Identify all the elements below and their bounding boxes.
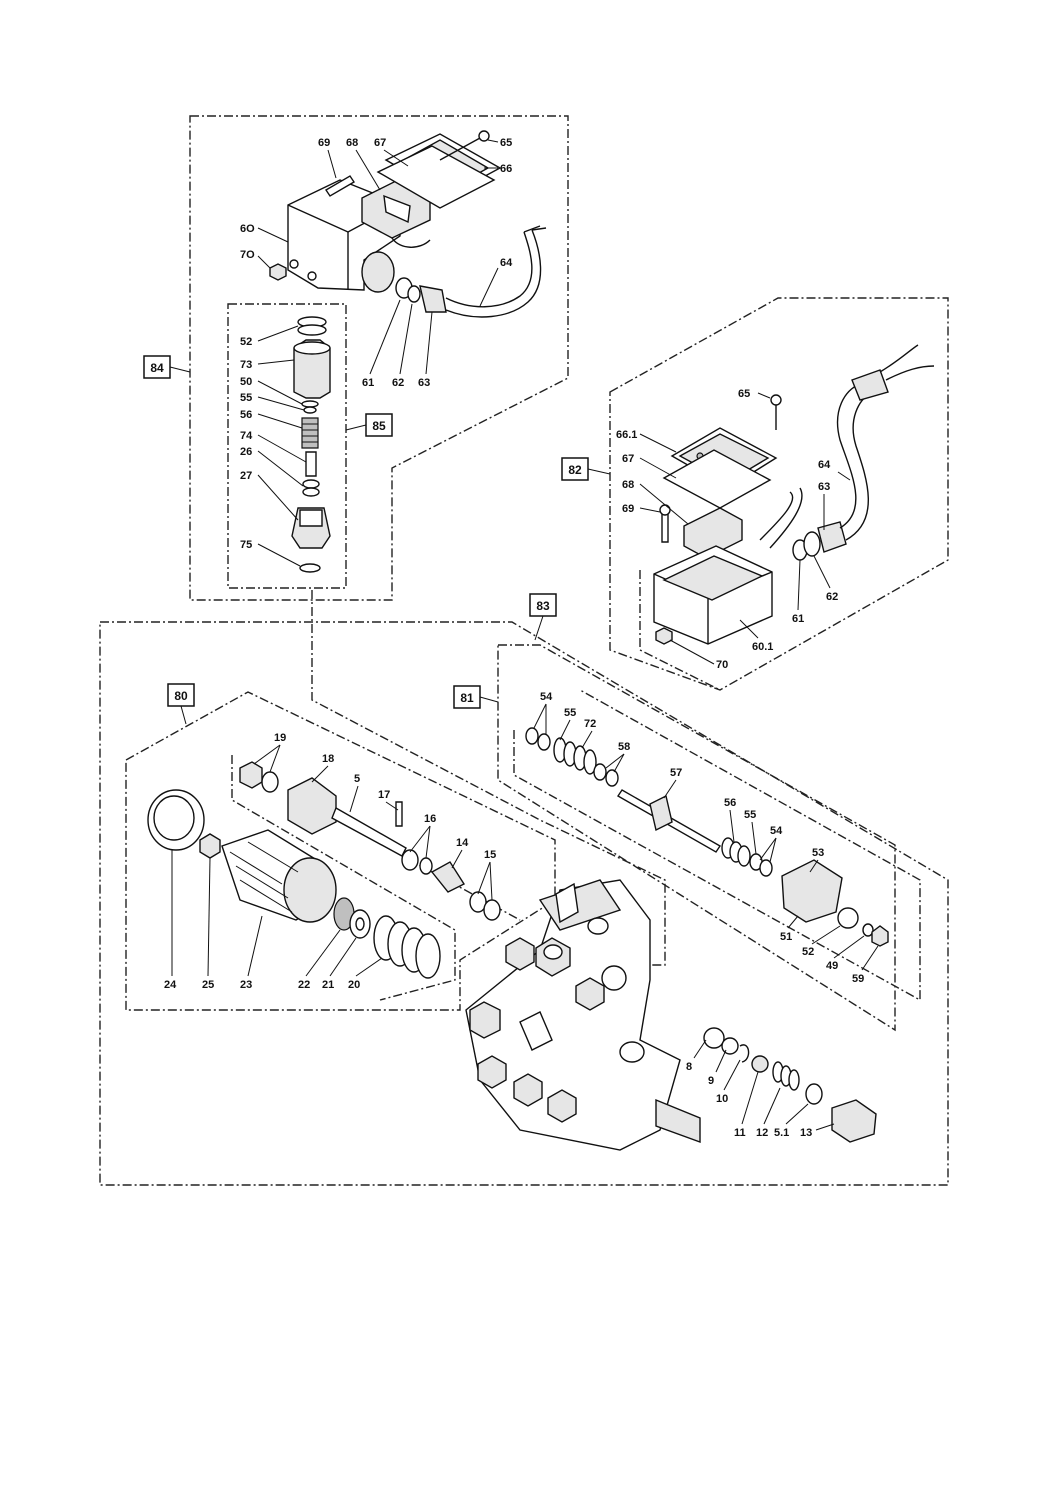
svg-text:61: 61 [362, 377, 374, 389]
svg-text:54: 54 [540, 691, 553, 703]
callouts-group-81: 54 55 72 58 57 56 55 54 53 51 52 49 59 [533, 691, 879, 985]
group-label-81: 81 [453, 685, 499, 709]
svg-text:57: 57 [670, 767, 682, 779]
svg-text:24: 24 [164, 979, 177, 991]
svg-text:64: 64 [500, 257, 513, 269]
svg-text:63: 63 [818, 481, 830, 493]
svg-text:27: 27 [240, 470, 252, 482]
svg-text:66.1: 66.1 [616, 429, 637, 441]
svg-text:5.1: 5.1 [774, 1127, 789, 1139]
svg-text:21: 21 [322, 979, 334, 991]
spring-72 [553, 737, 597, 775]
svg-text:55: 55 [564, 707, 576, 719]
svg-text:23: 23 [240, 979, 252, 991]
svg-text:13: 13 [800, 1127, 812, 1139]
svg-text:74: 74 [240, 430, 253, 442]
svg-text:82: 82 [568, 463, 582, 477]
svg-text:25: 25 [202, 979, 214, 991]
group-label-84: 84 [143, 355, 191, 379]
svg-text:72: 72 [584, 718, 596, 730]
svg-text:60.1: 60.1 [752, 641, 773, 653]
callouts-left-stack: 52 73 50 55 56 74 26 27 75 [240, 325, 307, 567]
svg-text:66: 66 [500, 163, 512, 175]
svg-text:62: 62 [826, 591, 838, 603]
svg-text:14: 14 [456, 837, 469, 849]
callouts-body: 8 9 10 11 12 5.1 13 [686, 1039, 835, 1139]
spring-20 [373, 915, 441, 979]
svg-text:10: 10 [716, 1093, 728, 1105]
svg-text:6O: 6O [240, 223, 255, 235]
group-label-82: 82 [561, 457, 611, 481]
svg-text:19: 19 [274, 732, 286, 744]
svg-text:67: 67 [622, 453, 634, 465]
svg-text:80: 80 [174, 689, 188, 703]
svg-text:53: 53 [812, 847, 824, 859]
svg-text:18: 18 [322, 753, 334, 765]
svg-text:52: 52 [802, 946, 814, 958]
callouts-right-box: 65 66.1 67 68 69 64 63 62 61 60.1 70 [616, 388, 851, 671]
svg-text:83: 83 [536, 599, 550, 613]
svg-text:56: 56 [724, 797, 736, 809]
svg-text:63: 63 [418, 377, 430, 389]
svg-text:50: 50 [240, 376, 252, 388]
svg-text:84: 84 [150, 361, 164, 375]
svg-text:56: 56 [240, 409, 252, 421]
svg-text:52: 52 [240, 336, 252, 348]
svg-text:11: 11 [734, 1127, 746, 1139]
check-valve-parts [703, 1027, 877, 1143]
svg-text:68: 68 [346, 137, 358, 149]
svg-text:12: 12 [756, 1127, 768, 1139]
spring-12 [772, 1061, 800, 1091]
svg-text:70: 70 [716, 659, 728, 671]
valve-stack-left [291, 316, 331, 573]
svg-text:15: 15 [484, 849, 496, 861]
svg-text:5: 5 [354, 773, 360, 785]
svg-text:67: 67 [374, 137, 386, 149]
switch-housing-top [269, 130, 547, 318]
svg-text:17: 17 [378, 789, 390, 801]
svg-text:26: 26 [240, 446, 252, 458]
svg-text:55: 55 [240, 392, 252, 404]
group-outlines [99, 115, 949, 1186]
svg-text:9: 9 [708, 1075, 714, 1087]
pump-body [465, 879, 701, 1151]
svg-text:54: 54 [770, 825, 783, 837]
svg-text:49: 49 [826, 960, 838, 972]
spring-56 [721, 837, 751, 867]
svg-text:58: 58 [618, 741, 630, 753]
svg-text:20: 20 [348, 979, 360, 991]
svg-text:75: 75 [240, 539, 252, 551]
svg-text:81: 81 [460, 691, 474, 705]
callouts-group-80: 19 18 5 17 16 14 15 24 25 23 22 21 20 [164, 732, 496, 991]
svg-text:22: 22 [298, 979, 310, 991]
svg-text:55: 55 [744, 809, 756, 821]
svg-text:61: 61 [792, 613, 804, 625]
svg-text:8: 8 [686, 1061, 692, 1073]
svg-text:64: 64 [818, 459, 831, 471]
callouts-top: 69 68 67 65 66 6O 7O 64 61 62 63 [240, 137, 513, 389]
group-label-85: 85 [345, 413, 393, 437]
regulator-assembly-80 [147, 761, 501, 979]
svg-text:69: 69 [622, 503, 634, 515]
svg-text:7O: 7O [240, 249, 255, 261]
group-label-83: 83 [529, 593, 557, 641]
svg-text:68: 68 [622, 479, 634, 491]
svg-text:85: 85 [372, 419, 386, 433]
svg-text:69: 69 [318, 137, 330, 149]
group-label-80: 80 [167, 683, 195, 725]
svg-text:65: 65 [500, 137, 512, 149]
svg-text:65: 65 [738, 388, 750, 400]
svg-text:73: 73 [240, 359, 252, 371]
svg-text:59: 59 [852, 973, 864, 985]
svg-text:62: 62 [392, 377, 404, 389]
svg-text:16: 16 [424, 813, 436, 825]
switch-box-right [653, 344, 935, 645]
svg-text:51: 51 [780, 931, 792, 943]
valve-assembly-81 [525, 727, 889, 947]
